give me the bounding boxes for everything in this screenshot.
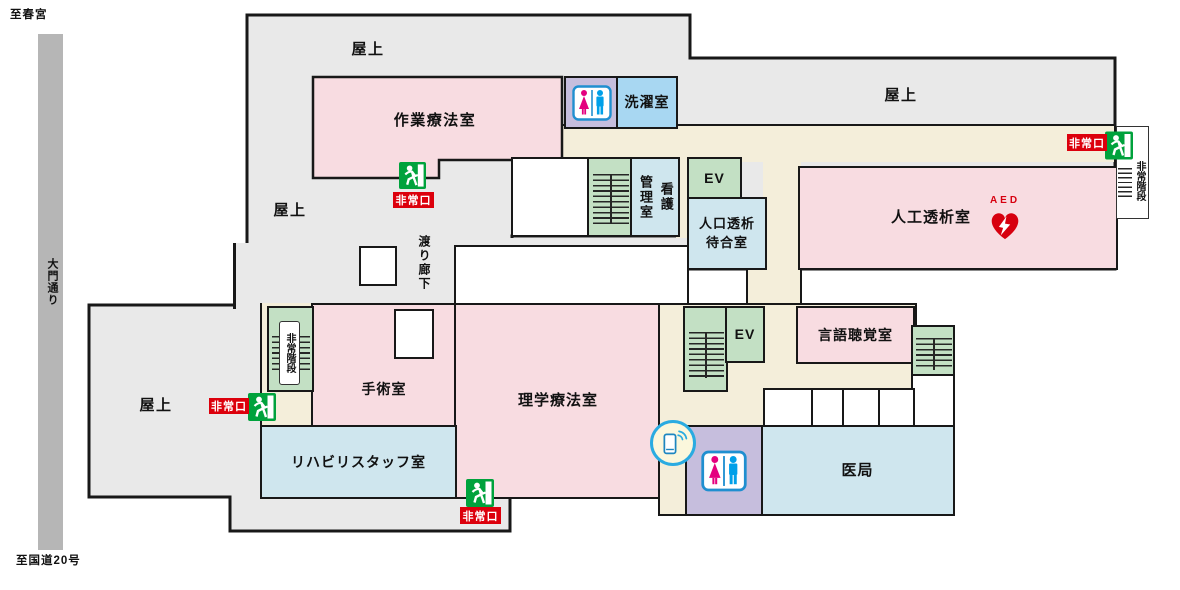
aed-marker: AED: [985, 194, 1025, 243]
elevator-upper-label: EV: [704, 170, 725, 187]
speech-therapy-room: 言語聴覚室: [796, 306, 915, 364]
stairs-upper-mid: [587, 157, 633, 237]
street-label-route20: 至国道20号: [16, 555, 81, 567]
stairs-hatch: [1118, 168, 1132, 198]
rooftop-label: 屋上: [351, 41, 385, 58]
elevator-upper: EV: [687, 157, 742, 200]
dialysis-waiting-room: 人口透析 待合室: [687, 197, 767, 270]
cell-divider: [878, 390, 880, 427]
crossing-corridor-label: 渡り廊下: [417, 235, 431, 291]
operating-label: 手術室: [361, 380, 407, 397]
courtyard-large: [454, 245, 689, 308]
aed-label: AED: [989, 194, 1021, 206]
rehab-staff-label: リハビリスタッフ室: [291, 453, 426, 470]
cell-divider: [842, 390, 844, 427]
cell-divider: [811, 390, 813, 427]
exit-badge-label: 非常口: [211, 401, 247, 413]
exit-badge-label: 非常口: [1069, 137, 1105, 150]
exit-icon-bottom: [466, 478, 494, 508]
laundry-room: 洗濯室: [616, 76, 678, 129]
dialysis-label: 人工透析室: [890, 209, 971, 227]
toilet-room-upper: [564, 76, 619, 129]
rooftop-label: 屋上: [273, 202, 307, 219]
phone-location-icon: [650, 420, 696, 466]
stairs-lower-right: [911, 325, 955, 378]
doctors-office: 医局: [760, 425, 955, 516]
emergency-stairs-label-left: 非常階段: [284, 333, 295, 373]
toilet-icon: [571, 84, 612, 121]
crossing-corridor: [233, 243, 457, 309]
doctors-office-label: 医局: [841, 461, 874, 479]
emergency-stairs-tag: 非常階段: [279, 321, 300, 385]
toilet-icon: [701, 450, 747, 491]
stairs-hatch: [593, 174, 629, 224]
exit-badge-bottom: 非常口: [460, 507, 501, 524]
physical-therapy-room: 理学療法室: [454, 303, 662, 499]
speech-therapy-label: 言語聴覚室: [818, 326, 893, 343]
street-label-north: 至春宮: [10, 9, 48, 21]
exit-icon-top: [399, 161, 426, 190]
nursing-admin-room: 看護 管理室: [630, 157, 680, 237]
stairs-hatch: [689, 332, 724, 378]
elevator-lower-label: EV: [734, 326, 756, 343]
exit-badge-left: 非常口: [209, 398, 249, 414]
toilet-room-lower: [685, 425, 763, 516]
stairs-hatch: [916, 338, 952, 370]
void-room-upper: [511, 157, 590, 237]
roof-bridge: [456, 238, 687, 248]
rooftop-label: 屋上: [884, 87, 918, 104]
road-strip: [38, 34, 63, 550]
aed-heart-icon: [991, 213, 1019, 240]
exit-badge-label: 非常口: [462, 510, 499, 523]
courtyard-small: [359, 246, 397, 286]
exit-badge-right: 非常口: [1067, 134, 1107, 151]
elevator-lower: EV: [725, 306, 765, 363]
dialysis-waiting-label: 人口透析 待合室: [698, 215, 755, 250]
occupational-therapy-label: 作業療法室: [393, 112, 477, 129]
stairs-lower-mid: [683, 306, 728, 392]
rooftop-label: 屋上: [139, 397, 173, 414]
laundry-label: 洗濯室: [624, 94, 670, 111]
physical-therapy-label: 理学療法室: [517, 392, 598, 410]
rehab-staff-room: リハビリスタッフ室: [260, 425, 457, 499]
exit-icon-left: [248, 392, 276, 422]
void-cell-tall: [911, 374, 955, 429]
void-room-operating: [394, 309, 434, 359]
street-label-daimon: 大門通り: [46, 258, 58, 306]
dialysis-room: 人工透析室 AED: [798, 166, 1118, 270]
exit-badge-top: 非常口: [393, 192, 434, 208]
void-cells-row: [763, 388, 915, 429]
emergency-stairs-label-right: 非常階段: [1134, 161, 1145, 201]
upper-corridor: [560, 124, 1114, 162]
corridor-connector: [746, 267, 802, 309]
exit-badge-label: 非常口: [395, 195, 432, 207]
operating-room: 手術室: [311, 303, 457, 429]
nursing-admin-label: 看護 管理室: [638, 174, 674, 220]
exit-icon-right: [1105, 131, 1133, 160]
corridor-column: [763, 158, 801, 270]
